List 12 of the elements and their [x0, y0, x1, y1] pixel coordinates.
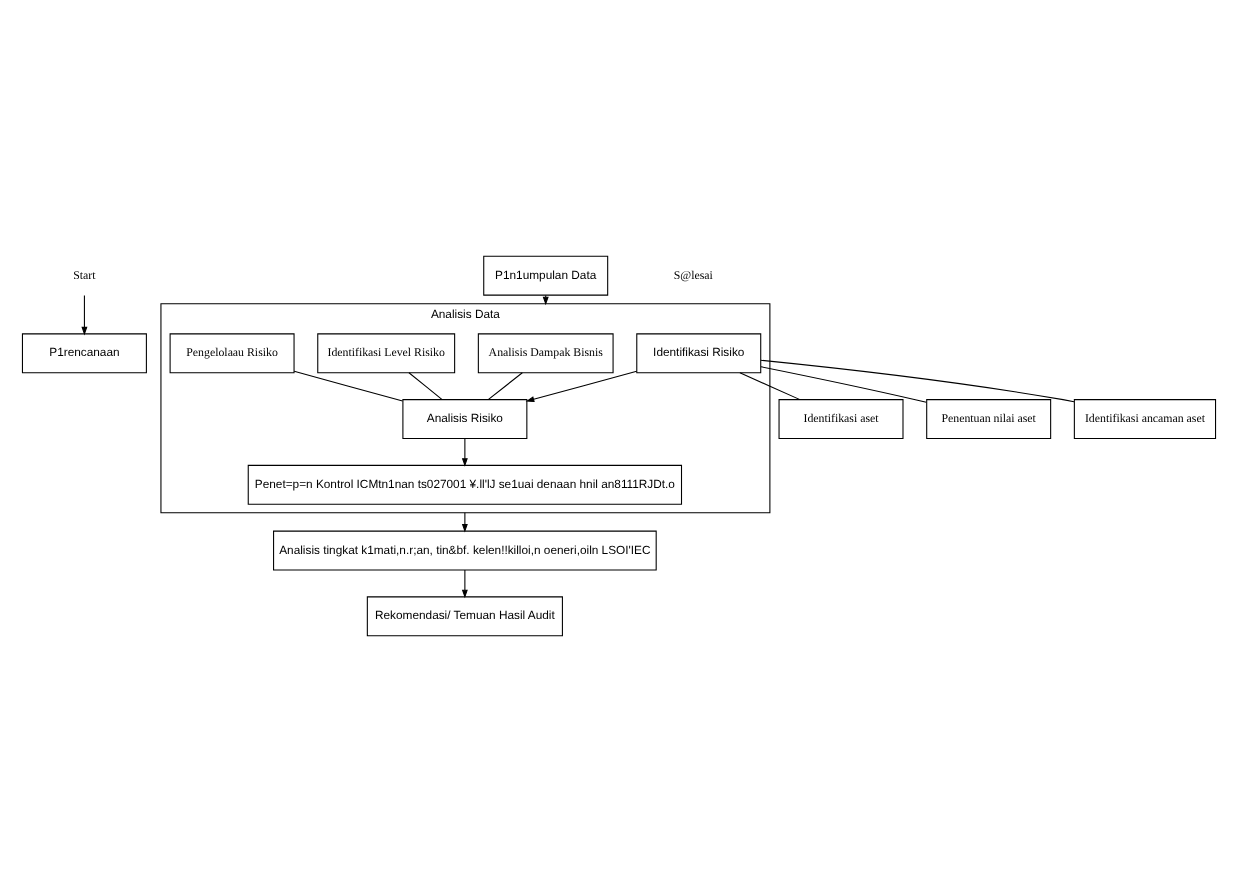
- arrow: [81, 293, 88, 335]
- connector: [739, 371, 801, 400]
- arrow: [525, 369, 638, 402]
- arrow: [542, 293, 549, 305]
- connector: [293, 369, 404, 401]
- arrow: [461, 568, 468, 598]
- arrow: [461, 511, 468, 532]
- connector: [760, 365, 927, 402]
- connector: [408, 371, 443, 400]
- arrow: [461, 437, 468, 466]
- connector: [487, 371, 523, 400]
- connector: [760, 358, 1075, 402]
